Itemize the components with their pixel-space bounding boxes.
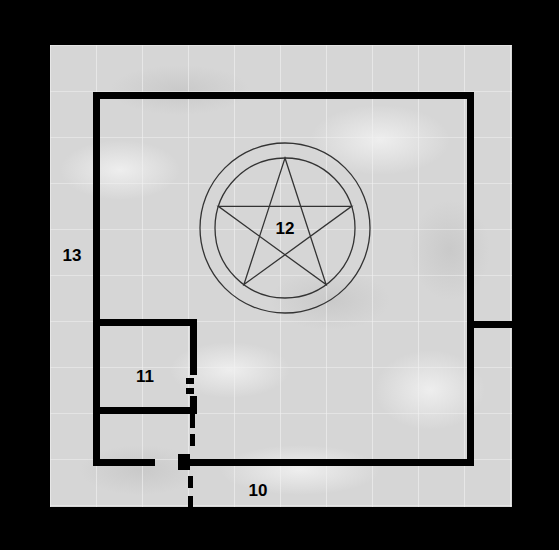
callout-number: 10: [249, 482, 268, 499]
pentagram-symbol: [200, 143, 370, 313]
walls: [93, 92, 512, 507]
callout-number: 12: [276, 220, 295, 237]
callout-number: 11: [136, 368, 154, 385]
callout-number: 13: [63, 247, 82, 264]
